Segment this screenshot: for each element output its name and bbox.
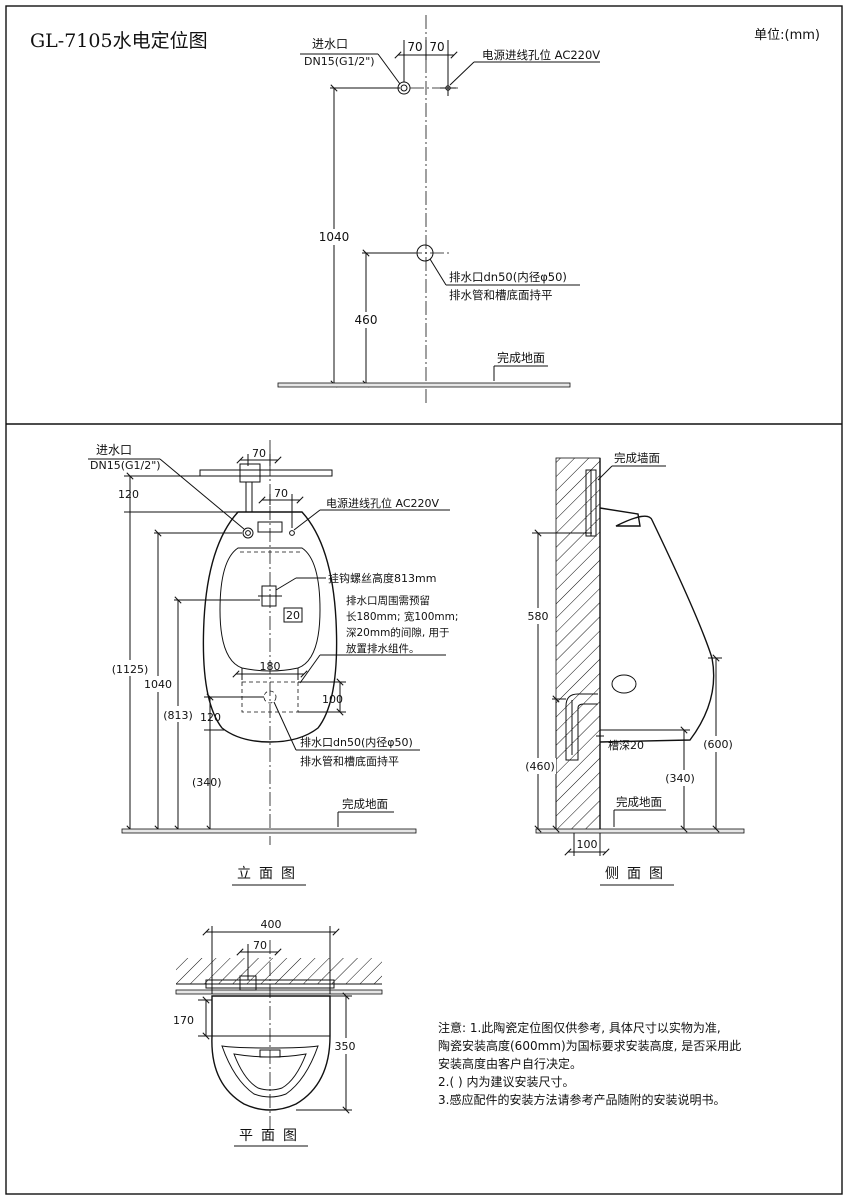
dim-70-right: 70 (429, 40, 444, 54)
finished-floor (277, 382, 571, 388)
side-floor-label: 完成地面 (616, 795, 662, 809)
note-line-4: 2.( ) 内为建议安装尺寸。 (438, 1074, 574, 1089)
hook-height-label: 挂钩螺丝高度813mm (328, 571, 436, 585)
plan-view-label: 平面图 (239, 1128, 305, 1144)
svg-text:排水口周围需预留: 排水口周围需预留 (346, 594, 430, 607)
front-drain-label-1: 排水口dn50(内径φ50) (300, 735, 413, 749)
floor-label: 完成地面 (497, 350, 545, 365)
svg-text:深20mm的间隙, 用于: 深20mm的间隙, 用于 (346, 626, 450, 639)
plan-dim-170: 170 (173, 1014, 194, 1027)
front-inlet-label: 进水口 (96, 443, 132, 457)
unit-label: 单位:(mm) (754, 28, 820, 43)
front-dim-813: (813) (163, 709, 193, 722)
outer-frame (5, 5, 843, 1195)
front-dim-70-top: 70 (252, 447, 266, 460)
front-drain-label-2: 排水管和槽底面持平 (300, 754, 399, 768)
front-dim-180: 180 (260, 660, 281, 673)
note-line-3: 安装高度由客户自行决定。 (438, 1056, 582, 1071)
power-label: 电源进线孔位 AC220V (482, 48, 600, 62)
note-line-2: 陶瓷安装高度(600mm)为国标要求安装高度, 是否采用此 (438, 1038, 741, 1053)
note-line-5: 3.感应配件的安装方法请参考产品随附的安装说明书。 (438, 1092, 725, 1107)
drawing-title: GL-7105水电定位图 (30, 30, 208, 52)
top-layout-view: 70 70 进水口 DN15(G1/2") 电源进线孔位 AC220V 1040… (277, 15, 600, 405)
power-hole-symbol (445, 85, 451, 91)
front-dim-20: 20 (286, 609, 300, 622)
side-view-label: 侧面图 (605, 866, 671, 882)
note-line-1: 注意: 1.此陶瓷定位图仅供参考, 具体尺寸以实物为准, (438, 1020, 721, 1035)
front-dim-1040: 1040 (144, 678, 172, 691)
front-inlet-spec: DN15(G1/2") (90, 459, 161, 472)
urinal-outline (202, 511, 338, 743)
plan-dim-70: 70 (253, 939, 267, 952)
front-view-label: 立面图 (237, 866, 303, 882)
drain-symbol (416, 244, 434, 262)
side-spray-opening (611, 674, 637, 694)
inlet-label: 进水口 (312, 37, 348, 51)
side-elevation-view: 完成地面 完成墙面 580 (460) (340) 槽深20 (600) 100… (522, 451, 745, 886)
front-floor-label: 完成地面 (342, 797, 388, 811)
urinal-basin (219, 547, 321, 672)
front-power-symbol (289, 530, 295, 536)
front-dim-100: 100 (322, 693, 343, 706)
plan-urinal-outline (211, 995, 331, 1111)
dim-70-left: 70 (407, 40, 422, 54)
side-dim-340: (340) (665, 772, 695, 785)
front-dim-340: (340) (192, 776, 222, 789)
front-dim-70-power: 70 (274, 487, 288, 500)
front-drain-symbol (263, 690, 277, 704)
front-inlet-symbol (242, 527, 254, 539)
side-finished-floor (535, 828, 745, 834)
svg-text:放置排水组件。: 放置排水组件。 (346, 642, 420, 655)
side-dim-460: (460) (525, 760, 555, 773)
drain-label-1: 排水口dn50(内径φ50) (449, 270, 567, 284)
front-power-label: 电源进线孔位 AC220V (326, 496, 440, 510)
wall-hatch (555, 457, 601, 831)
side-dim-580: 580 (528, 610, 549, 623)
side-wall-label: 完成墙面 (614, 451, 660, 465)
front-dim-120-top: 120 (118, 488, 139, 501)
inlet-spec: DN15(G1/2") (304, 55, 375, 68)
side-dim-600: (600) (703, 738, 733, 751)
plan-view: 400 70 170 350 平面图 (173, 918, 383, 1147)
plan-dim-400: 400 (261, 918, 282, 931)
plan-dim-350: 350 (335, 1040, 356, 1053)
svg-text:长180mm; 宽100mm;: 长180mm; 宽100mm; (346, 610, 458, 623)
side-dim-100: 100 (577, 838, 598, 851)
drain-label-2: 排水管和槽底面持平 (449, 288, 553, 302)
front-finished-floor (121, 828, 417, 834)
plan-wall-face (175, 989, 383, 995)
side-urinal-outline (599, 507, 715, 743)
front-dim-1125: (1125) (112, 663, 149, 676)
groove-depth-label: 槽深20 (608, 739, 644, 752)
dim-20-box (283, 607, 303, 623)
installation-notes: 注意: 1.此陶瓷定位图仅供参考, 具体尺寸以实物为准, 陶瓷安装高度(600m… (438, 1020, 741, 1107)
dim-1040: 1040 (319, 230, 350, 244)
dim-460: 460 (355, 313, 378, 327)
front-dim-120-low: 120 (200, 711, 221, 724)
drain-reserve-note: 排水口周围需预留 长180mm; 宽100mm; 深20mm的间隙, 用于 放置… (346, 594, 458, 655)
front-elevation-view: 70 70 20 挂钩螺丝高度813mm 排水口周围需预留 长180mm; 宽1… (88, 440, 458, 886)
